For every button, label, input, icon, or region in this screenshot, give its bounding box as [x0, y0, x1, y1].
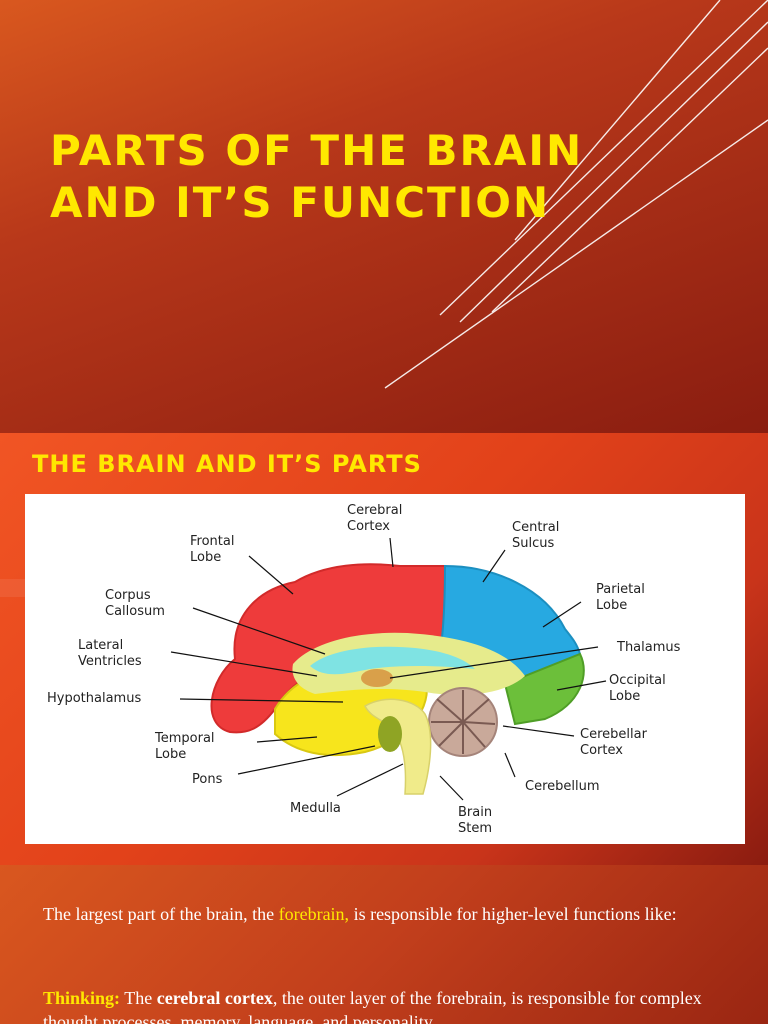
thalamus-shape — [361, 669, 393, 687]
cerebellum-folds — [431, 690, 496, 754]
title-slide: PARTS OF THE BRAIN AND IT’S FUNCTION — [0, 0, 768, 433]
thinking-text-b: , the outer layer of the forebrain, is r… — [43, 988, 702, 1024]
label-lateral-ventricles-1: Lateral — [78, 638, 123, 653]
label-cerebellar-cortex-2: Cortex — [580, 743, 623, 758]
label-parietal-lobe-2: Lobe — [596, 598, 627, 613]
label-frontal-lobe-2: Lobe — [190, 550, 221, 565]
label-corpus-callosum-1: Corpus — [105, 588, 151, 603]
label-lateral-ventricles-2: Ventricles — [78, 654, 142, 669]
label-parietal-lobe-1: Parietal — [596, 582, 645, 597]
label-central-sulcus-1: Central — [512, 520, 559, 535]
label-cerebral-cortex-2: Cortex — [347, 519, 390, 534]
label-occipital-lobe-2: Lobe — [609, 689, 640, 704]
slide-title-line-2: AND IT’S FUNCTION — [50, 178, 551, 227]
label-brain-stem-1: Brain — [458, 805, 492, 820]
forebrain-term: forebrain, — [278, 904, 350, 924]
slide-heading: THE BRAIN AND IT’S PARTS — [32, 450, 422, 478]
forebrain-slide: The largest part of the brain, the foreb… — [0, 865, 768, 1024]
brain-diagram: Cerebral Cortex Frontal Lobe Central Sul… — [25, 494, 745, 844]
label-frontal-lobe-1: Frontal — [190, 534, 234, 549]
brain-illustration: Cerebral Cortex Frontal Lobe Central Sul… — [47, 503, 681, 836]
forebrain-intro-paragraph: The largest part of the brain, the foreb… — [43, 902, 733, 926]
occipital-lobe-shape — [503, 652, 585, 726]
label-occipital-lobe-1: Occipital — [609, 673, 666, 688]
thinking-paragraph: Thinking: The cerebral cortex, the outer… — [43, 986, 733, 1024]
label-medulla: Medulla — [290, 801, 341, 816]
label-pons: Pons — [192, 772, 223, 787]
label-temporal-lobe-2: Lobe — [155, 747, 186, 762]
pointer-lines — [170, 537, 607, 801]
label-cerebral-cortex-1: Cerebral — [347, 503, 402, 518]
label-hypothalamus: Hypothalamus — [47, 691, 141, 706]
slide-title-line-1: PARTS OF THE BRAIN — [50, 126, 584, 175]
thinking-term: Thinking: — [43, 988, 121, 1008]
cerebral-cortex-term: cerebral cortex — [156, 988, 273, 1008]
forebrain-intro-text: The largest part of the brain, the — [43, 904, 279, 924]
lateral-ventricle-shape — [310, 646, 475, 675]
pons-shape — [378, 716, 402, 752]
decorative-diagonal-lines — [384, 0, 768, 389]
label-cerebellum: Cerebellum — [525, 779, 600, 794]
label-cerebellar-cortex-1: Cerebellar — [580, 727, 648, 742]
label-corpus-callosum-2: Callosum — [105, 604, 165, 619]
forebrain-intro-rest: is responsible for higher-level function… — [349, 904, 677, 924]
thinking-text-a: The — [120, 988, 157, 1008]
brain-parts-slide: THE BRAIN AND IT’S PARTS — [0, 433, 768, 865]
label-thalamus: Thalamus — [616, 640, 681, 655]
label-temporal-lobe-1: Temporal — [154, 731, 215, 746]
slide-title: PARTS OF THE BRAIN AND IT’S FUNCTION — [50, 125, 610, 229]
label-brain-stem-2: Stem — [458, 821, 492, 836]
diagram-labels: Cerebral Cortex Frontal Lobe Central Sul… — [47, 503, 681, 836]
label-central-sulcus-2: Sulcus — [512, 536, 554, 551]
